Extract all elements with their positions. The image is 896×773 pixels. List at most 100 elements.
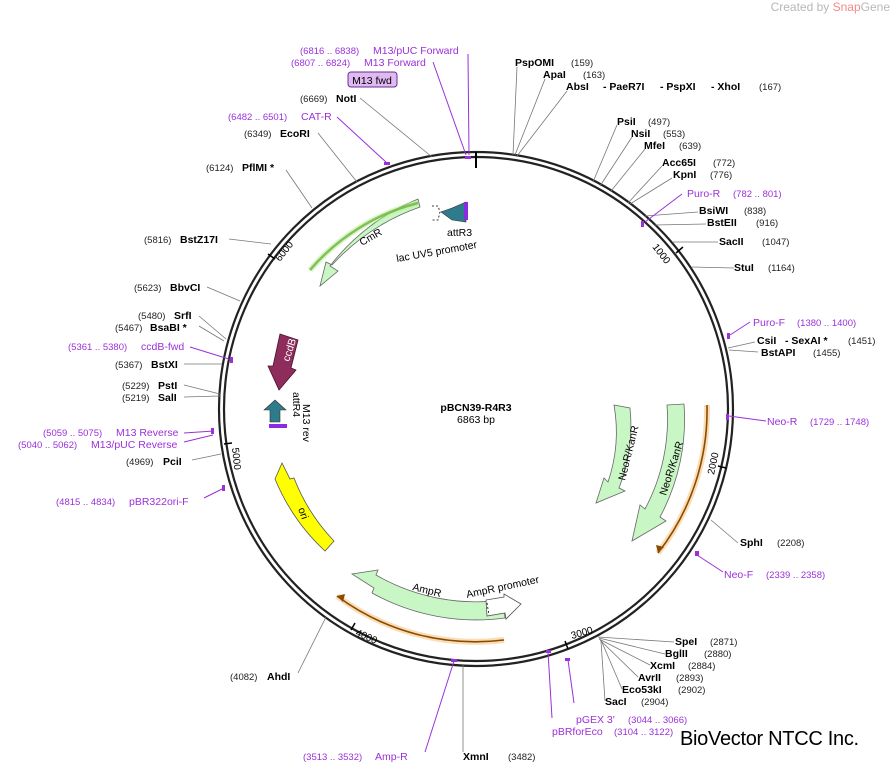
enzyme-saci: SacI	[605, 696, 627, 708]
enzyme-ahdi-pos: (4082)	[230, 672, 257, 683]
enzyme-eco53ki: Eco53kI	[622, 684, 662, 696]
m13-fwd-label: M13 fwd	[352, 75, 392, 87]
enzyme-stui: StuI	[734, 262, 754, 274]
enzyme-xcmi-pos: (2884)	[688, 661, 715, 672]
primer-puro-f-range: (1380 .. 1400)	[797, 318, 856, 329]
primer-pgex3: pGEX 3'	[576, 714, 615, 726]
tick-5000: 5000	[229, 447, 242, 471]
primer-m13-fwd-range: (6807 .. 6824)	[291, 58, 350, 69]
enzyme-sacii: SacII	[719, 236, 744, 248]
enzyme-xhoi-pos: (167)	[759, 82, 781, 93]
primer-pbrforeco-range: (3104 .. 3122)	[614, 727, 673, 738]
enzyme-bstz17i: BstZ17I	[180, 234, 218, 246]
primer-leader-lines	[183, 53, 767, 753]
enzyme-bstapi-pos: (1455)	[813, 348, 840, 359]
enzyme-kpni-pos: (776)	[710, 170, 732, 181]
enzyme-bstxi: BstXI	[151, 359, 178, 371]
enzyme-bstxi-pos: (5367)	[115, 360, 142, 371]
enzyme-bbvci-pos: (5623)	[134, 283, 161, 294]
tick-6000: 6000	[274, 239, 297, 264]
attr3-label: attR3	[447, 227, 472, 239]
plasmid-name: pBCN39-R4R3	[440, 402, 511, 414]
enzyme-paer7i: - PaeR7I	[603, 81, 645, 93]
primer-pbr322ori-f: pBR322ori-F	[129, 496, 189, 508]
primer-neo-r: Neo-R	[767, 416, 798, 428]
enzyme-psti: PstI	[158, 380, 177, 392]
primer-puro-r-range: (782 .. 801)	[733, 189, 782, 200]
primer-m13-puc-fwd: M13/pUC Forward	[373, 45, 459, 57]
enzyme-spei-pos: (2871)	[710, 637, 737, 648]
primer-amp-r-range: (3513 .. 3532)	[303, 752, 362, 763]
enzyme-ecori-pos: (6349)	[244, 129, 271, 140]
ampr-feature	[350, 569, 506, 621]
enzyme-bsiwi-pos: (838)	[744, 206, 766, 217]
primer-m13-fwd: M13 Forward	[364, 57, 426, 69]
attr4-label: attR4	[290, 392, 302, 417]
enzyme-psti-pos: (5229)	[122, 381, 149, 392]
enzyme-pspxi: - PspXI	[660, 81, 696, 93]
enzyme-bstapi: BstAPI	[761, 347, 796, 359]
enzyme-acc65i: Acc65I	[662, 157, 696, 169]
enzyme-apai-pos: (163)	[583, 70, 605, 81]
enzyme-stui-pos: (1164)	[768, 263, 795, 274]
enzyme-pspomi: PspOMI	[515, 57, 554, 69]
enzyme-bstz17i-pos: (5816)	[144, 235, 171, 246]
neor-kanr-feature-2	[631, 403, 685, 542]
enzyme-sali-pos: (5219)	[122, 393, 149, 404]
snapgene-watermark: Created by SnapGene	[771, 0, 890, 14]
enzyme-kpni: KpnI	[673, 169, 696, 181]
attr3-feature	[440, 201, 467, 223]
enzyme-bsteii: BstEII	[707, 217, 737, 229]
enzyme-apai: ApaI	[543, 69, 566, 81]
enzyme-mfei-pos: (639)	[679, 141, 701, 152]
ccdb-feature	[267, 333, 299, 391]
ampr-highlight-arrowhead	[337, 594, 345, 602]
m13-rev-primer-mark	[269, 424, 287, 428]
enzyme-pflmi-pos: (6124)	[206, 163, 233, 174]
enzyme-pspomi-pos: (159)	[571, 58, 593, 69]
primer-pbr322ori-f-range: (4815 .. 4834)	[56, 497, 115, 508]
enzyme-avrii-pos: (2893)	[676, 673, 703, 684]
enzyme-csii: CsiI	[757, 335, 776, 347]
ori-feature	[274, 462, 335, 552]
primer-amp-r: Amp-R	[375, 751, 408, 763]
enzyme-sexai: - SexAI *	[785, 335, 829, 347]
primer-neo-f: Neo-F	[724, 569, 753, 581]
enzyme-nsii-pos: (553)	[663, 129, 685, 140]
enzyme-xcmi: XcmI	[650, 660, 675, 672]
primer-m13-puc-reverse-range: (5040 .. 5062)	[18, 440, 77, 451]
primer-m13-puc-fwd-range: (6816 .. 6838)	[300, 46, 359, 57]
m13-fwd-box	[347, 71, 398, 88]
enzyme-bsteii-pos: (916)	[756, 218, 778, 229]
enzyme-bsabi: BsaBI *	[150, 322, 188, 334]
enzyme-saci-pos: (2904)	[641, 697, 668, 708]
lac-uv5-label: lac UV5 promoter	[395, 239, 478, 265]
enzyme-bbvci: BbvCI	[170, 282, 200, 294]
enzyme-bsabi-pos: (5467)	[115, 323, 142, 334]
enzyme-sali: SalI	[158, 392, 177, 404]
enzyme-labels: PspOMI (159) ApaI (163) AbsI - PaeR7I - …	[115, 57, 875, 763]
primer-cat-r-range: (6482 .. 6501)	[228, 112, 287, 123]
attr4-feature	[263, 399, 287, 423]
enzyme-acc65i-pos: (772)	[713, 158, 735, 169]
enzyme-eco53ki-pos: (2902)	[678, 685, 705, 696]
watermark-brand-snap: Snap	[832, 0, 861, 14]
enzyme-nsii: NsiI	[631, 128, 650, 140]
enzyme-sphi-pos: (2208)	[777, 538, 804, 549]
primer-m13-puc-reverse: M13/pUC Reverse	[91, 439, 178, 451]
brand-label: BioVector NTCC Inc.	[680, 728, 859, 750]
enzyme-sphi: SphI	[740, 537, 763, 549]
enzyme-xhoi: - XhoI	[711, 81, 740, 93]
primer-m13-reverse-range: (5059 .. 5075)	[43, 428, 102, 439]
ori-label: ori	[295, 506, 310, 521]
primer-marks	[211, 156, 730, 662]
enzyme-mfei: MfeI	[644, 140, 665, 152]
neor-highlight-arrowhead	[656, 545, 664, 553]
enzyme-srfi-pos: (5480)	[138, 311, 165, 322]
enzyme-pcii: PciI	[163, 456, 182, 468]
enzyme-ahdi: AhdI	[267, 671, 290, 683]
lac-uv5-feature	[432, 205, 441, 221]
primer-m13-reverse: M13 Reverse	[116, 427, 179, 439]
enzyme-psii-pos: (497)	[648, 117, 670, 128]
primer-ccdb-fwd-range: (5361 .. 5380)	[68, 342, 127, 353]
